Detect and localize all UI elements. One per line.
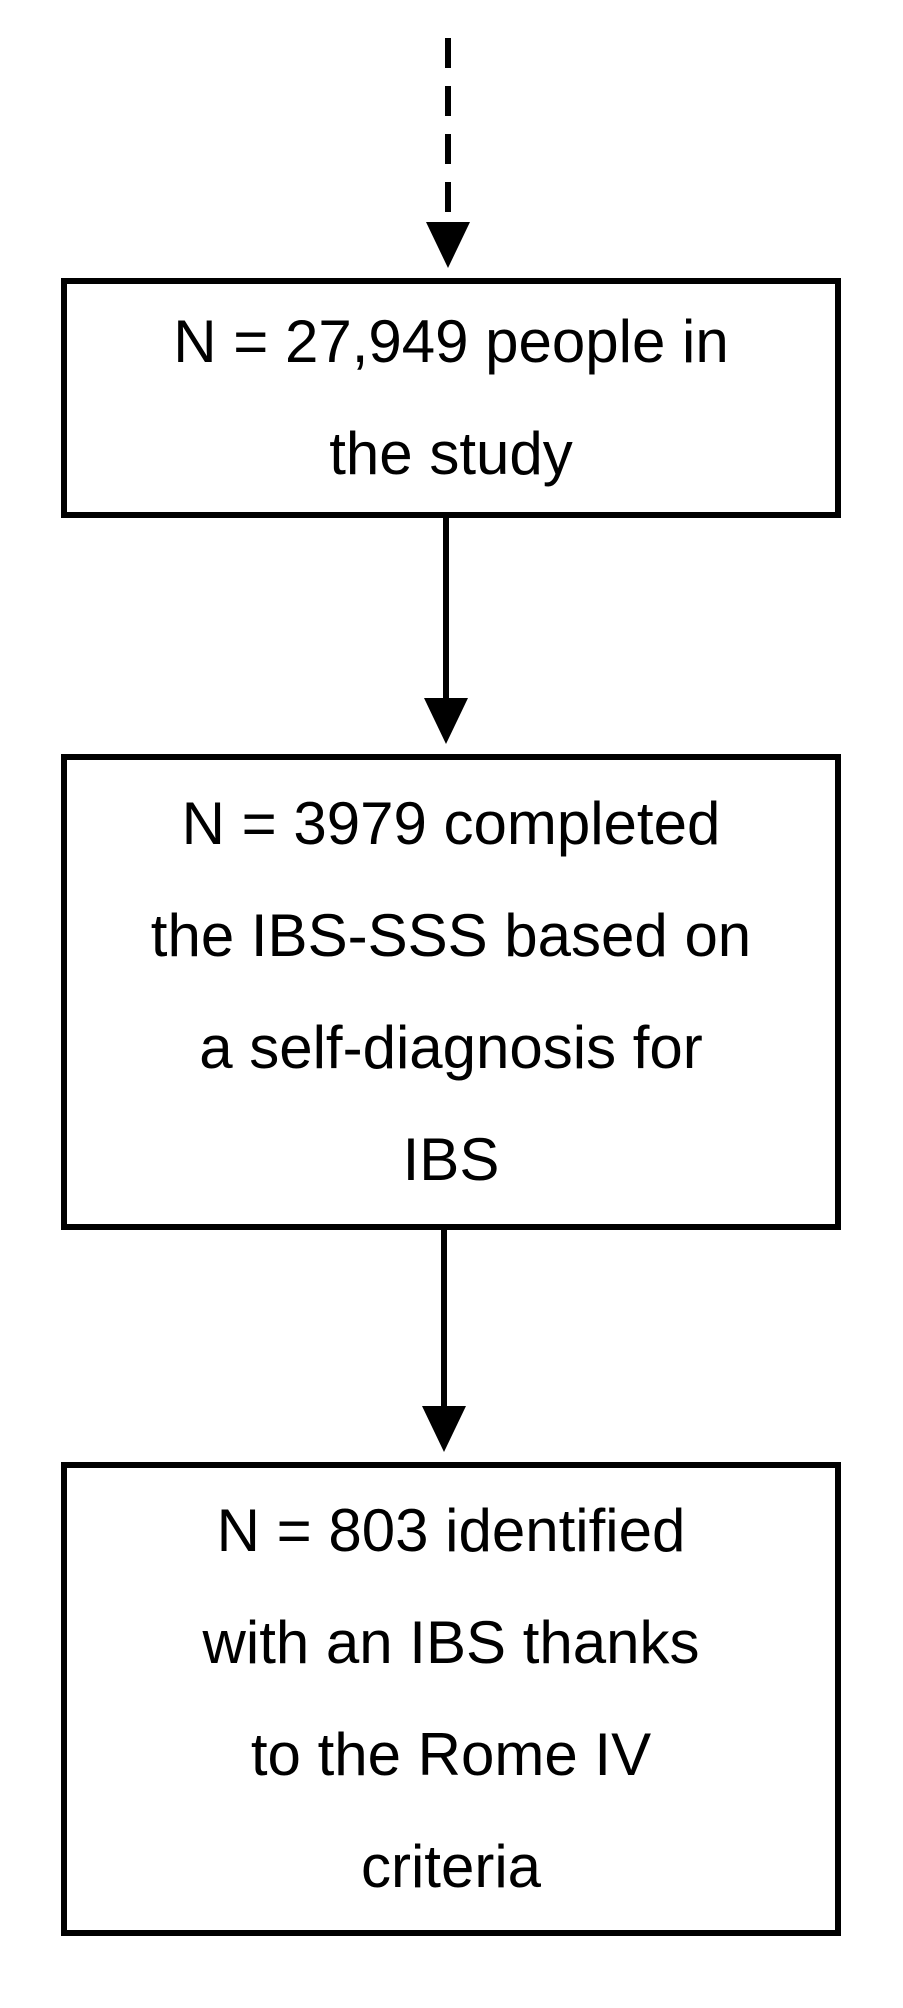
box-completed-ibs-sss-text: N = 3979 completed the IBS-SSS based on … bbox=[139, 768, 763, 1216]
arrow-study-to-completed-head bbox=[424, 698, 468, 744]
box-text-line: a self-diagnosis for bbox=[199, 1014, 703, 1081]
box-people-in-study: N = 27,949 people in the study bbox=[61, 278, 841, 518]
box-text-line: with an IBS thanks bbox=[202, 1609, 700, 1676]
box-text-line: N = 27,949 people in bbox=[173, 308, 729, 375]
box-rome-iv-identified: N = 803 identified with an IBS thanks to… bbox=[61, 1462, 841, 1936]
box-text-line: the study bbox=[329, 420, 573, 487]
box-text-line: IBS bbox=[402, 1126, 500, 1193]
incoming-arrowhead bbox=[426, 222, 470, 268]
box-text-line: N = 803 identified bbox=[216, 1497, 686, 1564]
box-text-line: to the Rome IV bbox=[250, 1721, 652, 1788]
incoming-dashed-arrow bbox=[426, 38, 470, 268]
box-people-in-study-text: N = 27,949 people in the study bbox=[161, 286, 740, 510]
box-text-line: N = 3979 completed bbox=[181, 790, 721, 857]
box-rome-iv-identified-text: N = 803 identified with an IBS thanks to… bbox=[191, 1475, 712, 1923]
arrow-completed-to-rome bbox=[422, 1230, 466, 1452]
box-text-line: criteria bbox=[360, 1833, 542, 1900]
box-completed-ibs-sss: N = 3979 completed the IBS-SSS based on … bbox=[61, 754, 841, 1230]
arrow-completed-to-rome-head bbox=[422, 1406, 466, 1452]
arrow-study-to-completed bbox=[424, 518, 468, 744]
box-text-line: the IBS-SSS based on bbox=[150, 902, 752, 969]
